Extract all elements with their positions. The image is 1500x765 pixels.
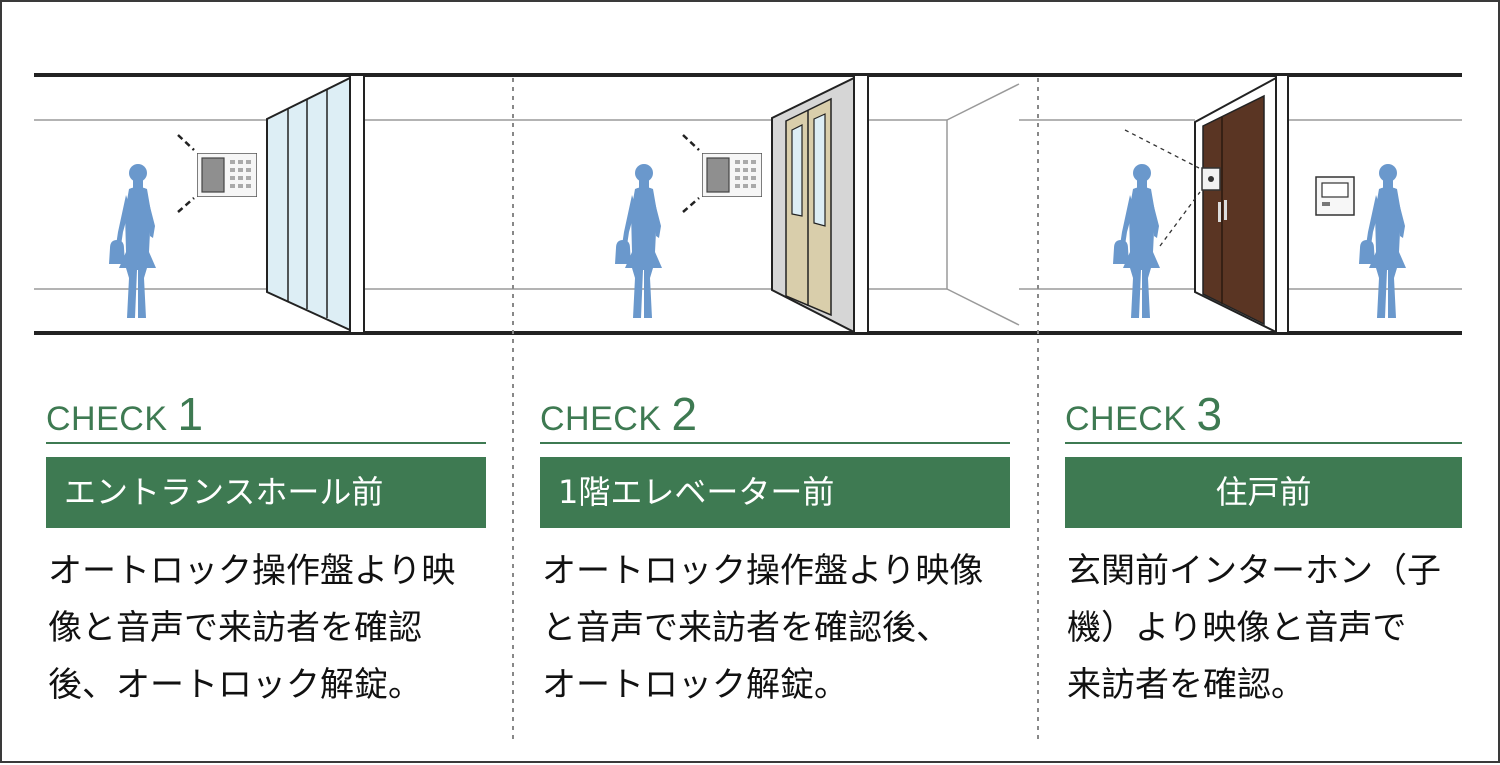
autolock-panel-icon — [682, 134, 762, 213]
location-bar: 1階エレベーター前 — [540, 457, 1010, 528]
resident-figure-icon — [1359, 164, 1406, 318]
step-description: オートロック操作盤より映 像と音声で来訪者を確認 後、オートロック解錠。 — [48, 551, 456, 705]
visitor-figure-icon — [109, 164, 156, 318]
autolock-panel-icon — [177, 134, 257, 213]
check-word: CHECK — [46, 400, 168, 438]
visitor-figure-icon — [1113, 164, 1160, 318]
check-word: CHECK — [540, 400, 662, 438]
check-underline — [1065, 442, 1462, 444]
glass-door-icon — [266, 74, 365, 334]
check-number: 1 — [177, 388, 204, 440]
door-intercom-icon — [1124, 129, 1221, 247]
wall-guide-lines — [34, 83, 1462, 326]
step-description: 玄関前インターホン（子 機）より映像と音声で 来訪者を確認。 — [1067, 551, 1441, 705]
check-word: CHECK — [1065, 400, 1187, 438]
check-number: 3 — [1196, 388, 1223, 440]
location-bar: エントランスホール前 — [46, 457, 486, 528]
elevator-door-icon — [771, 74, 869, 334]
step-description: オートロック操作盤より映像 と音声で来訪者を確認後、 オートロック解錠。 — [542, 551, 984, 705]
indoor-monitor-icon — [1315, 176, 1355, 216]
check-underline — [540, 442, 1010, 444]
visitor-figure-icon — [615, 164, 662, 318]
check-underline — [46, 442, 486, 444]
unit-door-icon — [1194, 74, 1289, 334]
location-bar: 住戸前 — [1065, 457, 1462, 528]
check-number: 2 — [671, 388, 698, 440]
